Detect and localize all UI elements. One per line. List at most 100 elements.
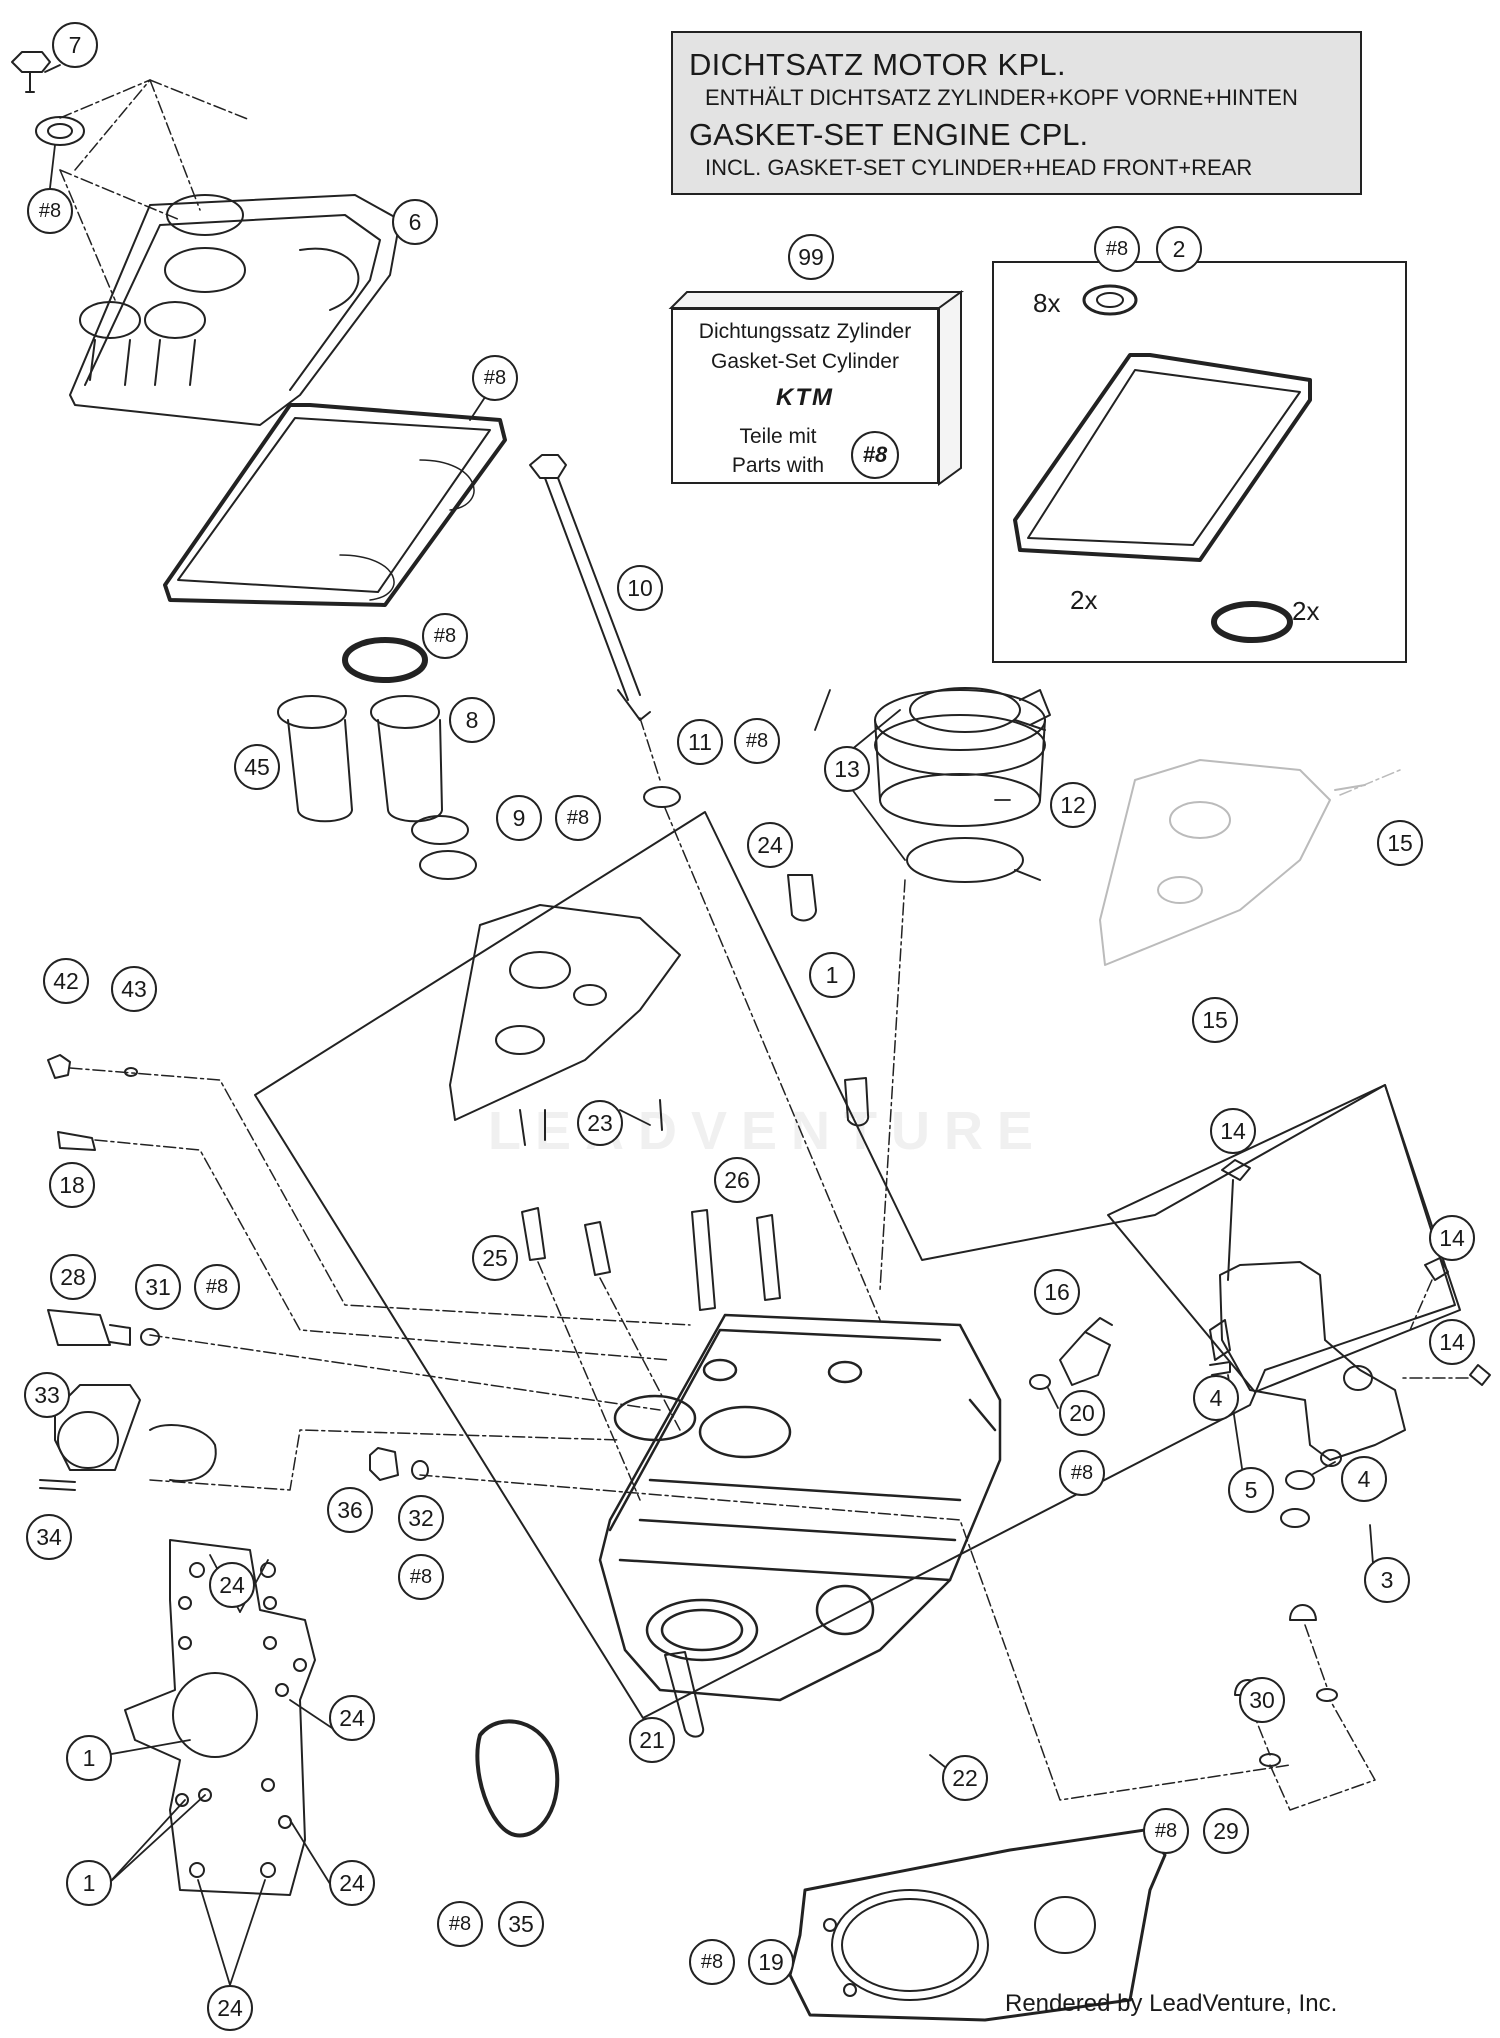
callout-15[interactable]: 15 bbox=[1192, 997, 1238, 1043]
title-de: DICHTSATZ MOTOR KPL. bbox=[689, 47, 1066, 82]
callout-ref-8[interactable]: #8 bbox=[398, 1554, 444, 1600]
spark-plug-tube-8 bbox=[370, 695, 443, 823]
callout-ref-8[interactable]: #8 bbox=[555, 795, 601, 841]
callout-29[interactable]: 29 bbox=[1203, 1808, 1249, 1854]
callout-13[interactable]: 13 bbox=[824, 746, 870, 792]
callout-21[interactable]: 21 bbox=[629, 1717, 675, 1763]
callout-1[interactable]: 1 bbox=[809, 952, 855, 998]
callout-33[interactable]: 33 bbox=[24, 1372, 70, 1418]
callout-ref-8[interactable]: #8 bbox=[1059, 1450, 1105, 1496]
callout-ref-8[interactable]: #8 bbox=[734, 718, 780, 764]
gasket-set-title-box: DICHTSATZ MOTOR KPL. ENTHÄLT DICHTSATZ Z… bbox=[671, 31, 1362, 195]
intake-manifold-12 bbox=[874, 689, 1051, 827]
callout-25[interactable]: 25 bbox=[472, 1235, 518, 1281]
spark-plug-tube-45 bbox=[277, 695, 353, 823]
callout-ref-8[interactable]: #8 bbox=[472, 355, 518, 401]
callout-24[interactable]: 24 bbox=[329, 1860, 375, 1906]
callout-20[interactable]: 20 bbox=[1059, 1390, 1105, 1436]
callout-24[interactable]: 24 bbox=[747, 822, 793, 868]
plug-36 bbox=[369, 1447, 429, 1481]
callout-5[interactable]: 5 bbox=[1228, 1467, 1274, 1513]
kit-99-parts-de: Teile mit bbox=[739, 425, 817, 448]
callout-43[interactable]: 43 bbox=[111, 966, 157, 1012]
callout-ref-8[interactable]: #8 bbox=[1143, 1808, 1189, 1854]
footer-credit: Rendered by LeadVenture, Inc. bbox=[1005, 1990, 1338, 2017]
callout-12[interactable]: 12 bbox=[1050, 782, 1096, 828]
ktm-logo: KTM bbox=[776, 384, 834, 411]
callout-24[interactable]: 24 bbox=[329, 1695, 375, 1741]
callout-ref-8[interactable]: #8 bbox=[27, 188, 73, 234]
kit-2-box bbox=[992, 261, 1407, 663]
thermostat-housing-33 bbox=[39, 1384, 217, 1491]
bolt-10 bbox=[529, 454, 661, 781]
callout-1[interactable]: 1 bbox=[66, 1860, 112, 1906]
callout-23[interactable]: 23 bbox=[577, 1100, 623, 1146]
callout-11[interactable]: 11 bbox=[677, 719, 723, 765]
callout-ref-8[interactable]: #8 bbox=[194, 1264, 240, 1310]
kit-2-parts bbox=[1013, 284, 1312, 643]
valve-cover bbox=[69, 194, 401, 426]
callout-99[interactable]: 99 bbox=[788, 234, 834, 280]
callout-28[interactable]: 28 bbox=[50, 1254, 96, 1300]
callout-ref-8[interactable]: #8 bbox=[422, 613, 468, 659]
bolt-7 bbox=[11, 51, 85, 146]
valve-cover-gasket bbox=[163, 403, 507, 607]
callout-19[interactable]: 19 bbox=[748, 1939, 794, 1985]
hose-clamp-13 bbox=[906, 687, 1046, 883]
seal-ring bbox=[342, 637, 428, 683]
callout-14[interactable]: 14 bbox=[1210, 1108, 1256, 1154]
subtitle-de: ENTHÄLT DICHTSATZ ZYLINDER+KOPF VORNE+HI… bbox=[705, 85, 1298, 110]
callout-14[interactable]: 14 bbox=[1429, 1319, 1475, 1365]
callout-8[interactable]: 8 bbox=[449, 697, 495, 743]
dowel-1 bbox=[844, 1077, 870, 1127]
camshaft-carrier-23 bbox=[449, 904, 681, 1146]
callout-35[interactable]: 35 bbox=[498, 1901, 544, 1947]
subtitle-en: INCL. GASKET-SET CYLINDER+HEAD FRONT+REA… bbox=[705, 155, 1253, 180]
callout-1[interactable]: 1 bbox=[66, 1735, 112, 1781]
callout-ref-8[interactable]: #8 bbox=[1094, 226, 1140, 272]
callout-22[interactable]: 22 bbox=[942, 1755, 988, 1801]
callout-30[interactable]: 30 bbox=[1239, 1677, 1285, 1723]
callout-36[interactable]: 36 bbox=[327, 1487, 373, 1533]
cylinder-head-frame bbox=[254, 811, 1456, 1719]
kit-99-title-de: Dichtungssatz Zylinder bbox=[698, 320, 912, 343]
callout-4[interactable]: 4 bbox=[1193, 1375, 1239, 1421]
callout-14[interactable]: 14 bbox=[1429, 1215, 1475, 1261]
callout-4[interactable]: 4 bbox=[1341, 1456, 1387, 1502]
callout-18[interactable]: 18 bbox=[49, 1162, 95, 1208]
chain-tensioner-frame bbox=[1107, 1084, 1461, 1393]
callout-32[interactable]: 32 bbox=[398, 1495, 444, 1541]
callout-9[interactable]: 9 bbox=[496, 795, 542, 841]
head-gasket-plate bbox=[124, 1539, 316, 1896]
callout-15[interactable]: 15 bbox=[1377, 820, 1423, 866]
callout-24[interactable]: 24 bbox=[209, 1562, 255, 1608]
kit-99-badge: #8 bbox=[851, 431, 899, 479]
qty-ring: 2x bbox=[1292, 596, 1320, 626]
callout-2[interactable]: 2 bbox=[1156, 226, 1202, 272]
qty-seal: 8x bbox=[1033, 288, 1061, 318]
title-en: GASKET-SET ENGINE CPL. bbox=[689, 117, 1089, 152]
callout-24[interactable]: 24 bbox=[207, 1985, 253, 2031]
dowel-24 bbox=[787, 874, 817, 922]
callout-7[interactable]: 7 bbox=[52, 22, 98, 68]
sensor-18 bbox=[57, 1131, 96, 1151]
callout-45[interactable]: 45 bbox=[234, 744, 280, 790]
callout-34[interactable]: 34 bbox=[26, 1514, 72, 1560]
dowel-21 bbox=[664, 1651, 705, 1738]
callout-42[interactable]: 42 bbox=[43, 958, 89, 1004]
callout-31[interactable]: 31 bbox=[135, 1264, 181, 1310]
callout-10[interactable]: 10 bbox=[617, 565, 663, 611]
callout-ref-8[interactable]: #8 bbox=[689, 1939, 735, 1985]
kit-99-box: Dichtungssatz Zylinder Gasket-Set Cylind… bbox=[671, 308, 939, 484]
callout-6[interactable]: 6 bbox=[392, 199, 438, 245]
qty-gasket: 2x bbox=[1070, 585, 1098, 615]
callout-ref-8[interactable]: #8 bbox=[437, 1901, 483, 1947]
chain-tensioner-3 bbox=[1209, 1159, 1491, 1528]
callout-3[interactable]: 3 bbox=[1364, 1557, 1410, 1603]
callout-16[interactable]: 16 bbox=[1034, 1269, 1080, 1315]
callout-26[interactable]: 26 bbox=[714, 1157, 760, 1203]
sensor-28 bbox=[47, 1309, 160, 1346]
valve-guides bbox=[521, 1207, 781, 1501]
